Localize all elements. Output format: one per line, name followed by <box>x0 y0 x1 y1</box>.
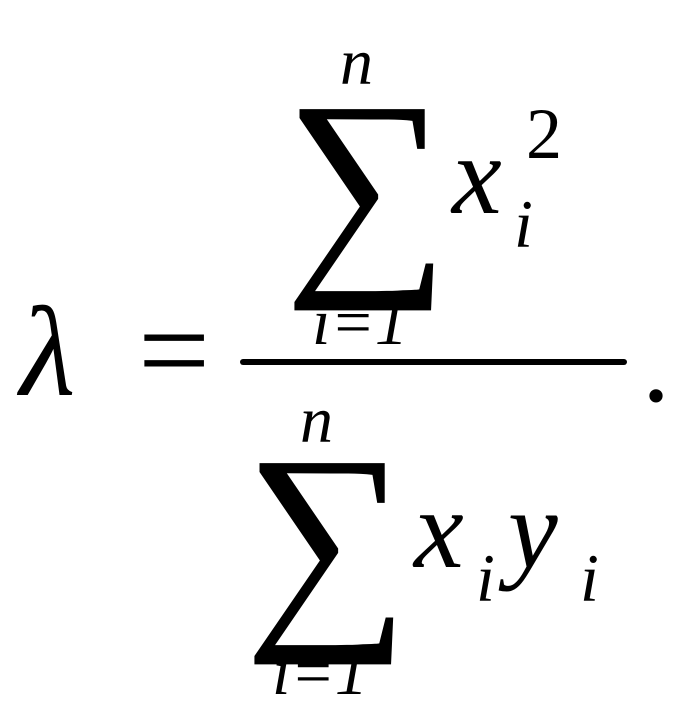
denominator-subscript-x: i <box>476 540 495 616</box>
numerator-superscript: 2 <box>526 94 562 174</box>
denominator-variable-x: x <box>414 468 464 592</box>
numerator-lower-limit: i=1 <box>312 286 408 359</box>
numerator-sum-symbol: ∑ <box>284 55 450 312</box>
trailing-period: . <box>642 302 670 426</box>
lambda-symbol: λ <box>20 281 76 423</box>
equals-sign: = <box>138 279 211 421</box>
numerator-upper-limit: n <box>340 26 373 99</box>
denominator-sum-symbol: ∑ <box>244 409 410 666</box>
denominator-subscript-y: i <box>580 540 599 616</box>
numerator-variable-x: x <box>452 114 502 238</box>
numerator-subscript: i <box>514 186 533 262</box>
fraction-bar <box>240 359 627 365</box>
denominator-lower-limit: i=1 <box>272 636 368 709</box>
denominator-variable-y: y <box>508 468 558 592</box>
denominator-upper-limit: n <box>300 384 333 457</box>
